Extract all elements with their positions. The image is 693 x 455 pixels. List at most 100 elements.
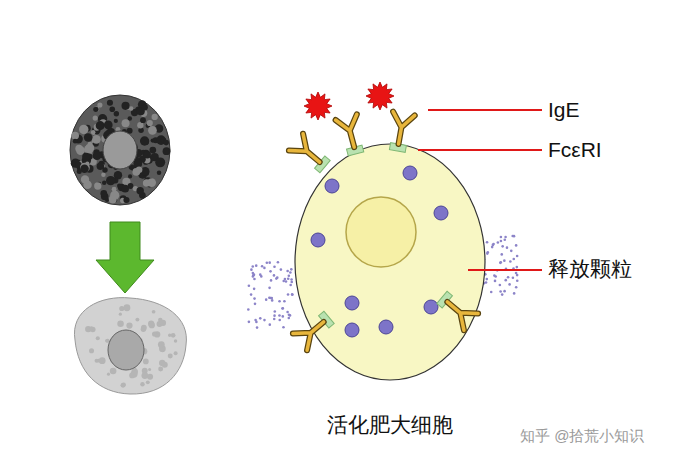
granule bbox=[273, 314, 276, 317]
granule bbox=[280, 268, 283, 271]
granule bbox=[253, 297, 256, 300]
granule bbox=[155, 157, 165, 167]
granule bbox=[278, 314, 281, 317]
granule bbox=[82, 153, 90, 161]
granule bbox=[508, 283, 511, 286]
granule bbox=[105, 198, 109, 202]
granule bbox=[286, 311, 289, 314]
antibody-outline bbox=[388, 112, 415, 146]
granule-remnant bbox=[90, 327, 96, 333]
granule-remnant bbox=[174, 339, 177, 342]
granule bbox=[266, 262, 269, 265]
granule bbox=[499, 290, 502, 293]
granule bbox=[290, 278, 293, 281]
granule bbox=[147, 120, 153, 126]
granule bbox=[109, 107, 115, 113]
granule bbox=[268, 261, 271, 264]
granule bbox=[141, 104, 147, 110]
granule bbox=[270, 279, 273, 282]
granule-remnant bbox=[110, 368, 117, 375]
granule bbox=[255, 321, 258, 324]
granule bbox=[114, 119, 118, 123]
fceri-receptors bbox=[315, 143, 453, 328]
granule bbox=[104, 120, 113, 129]
granule-remnant bbox=[105, 339, 109, 343]
granule bbox=[250, 293, 253, 296]
granule bbox=[291, 293, 294, 296]
granule bbox=[256, 326, 259, 329]
granule-remnant bbox=[90, 326, 93, 329]
granule bbox=[491, 246, 494, 249]
granule bbox=[486, 252, 489, 255]
granule bbox=[253, 273, 256, 276]
granule bbox=[102, 181, 106, 185]
granule bbox=[114, 111, 119, 116]
granule bbox=[285, 280, 288, 283]
granule-remnant bbox=[168, 354, 173, 359]
granule bbox=[140, 136, 149, 145]
granule bbox=[501, 293, 504, 296]
granule-remnant bbox=[160, 320, 166, 326]
granule bbox=[516, 266, 519, 269]
nucleus bbox=[103, 131, 137, 169]
antibody-outline bbox=[440, 294, 478, 331]
granule bbox=[71, 132, 79, 140]
granule bbox=[141, 167, 150, 176]
granule bbox=[500, 240, 503, 243]
granule bbox=[263, 267, 266, 270]
granule bbox=[485, 278, 488, 281]
degranulated-cell-micrograph bbox=[74, 298, 186, 394]
granule bbox=[100, 190, 107, 197]
granule bbox=[118, 184, 122, 188]
granule bbox=[84, 133, 93, 142]
granule bbox=[504, 279, 507, 282]
granule bbox=[403, 166, 417, 180]
granule bbox=[128, 116, 133, 121]
antibody bbox=[289, 134, 327, 171]
granule bbox=[259, 273, 262, 276]
granule bbox=[96, 121, 105, 130]
part-label: FcεRI bbox=[548, 137, 602, 162]
granule bbox=[290, 268, 293, 271]
granule bbox=[282, 280, 285, 283]
granule bbox=[273, 265, 276, 268]
granule bbox=[149, 147, 156, 154]
granule bbox=[311, 233, 325, 247]
cell-body bbox=[74, 298, 186, 394]
granule bbox=[107, 100, 113, 106]
granule-remnant bbox=[119, 313, 122, 316]
granule bbox=[287, 293, 290, 296]
granule bbox=[278, 300, 281, 303]
granule-remnant bbox=[119, 306, 124, 311]
granule bbox=[85, 144, 94, 153]
granule bbox=[291, 293, 294, 296]
granule-remnant bbox=[174, 351, 178, 355]
granule bbox=[152, 114, 158, 120]
granule bbox=[79, 125, 88, 134]
granule bbox=[248, 321, 251, 324]
granule bbox=[147, 178, 156, 187]
granule bbox=[287, 277, 290, 280]
granule bbox=[101, 172, 105, 176]
granule bbox=[261, 265, 264, 268]
granule bbox=[516, 255, 519, 258]
granule bbox=[77, 169, 82, 174]
granule bbox=[289, 314, 292, 317]
granule-remnant bbox=[140, 382, 144, 386]
granule bbox=[492, 244, 495, 247]
granule bbox=[121, 102, 129, 110]
ige-antibodies bbox=[289, 112, 478, 351]
granule bbox=[424, 300, 438, 314]
granule bbox=[140, 117, 146, 123]
granule bbox=[263, 319, 266, 322]
granule bbox=[289, 284, 292, 287]
antibody-fill bbox=[289, 134, 327, 171]
granule bbox=[112, 187, 117, 192]
granule-remnant bbox=[158, 366, 163, 371]
leader-lines bbox=[418, 110, 542, 270]
antibody-fill bbox=[293, 314, 331, 351]
granule bbox=[81, 175, 89, 183]
antibody-outline bbox=[289, 134, 327, 171]
granule bbox=[106, 176, 115, 185]
